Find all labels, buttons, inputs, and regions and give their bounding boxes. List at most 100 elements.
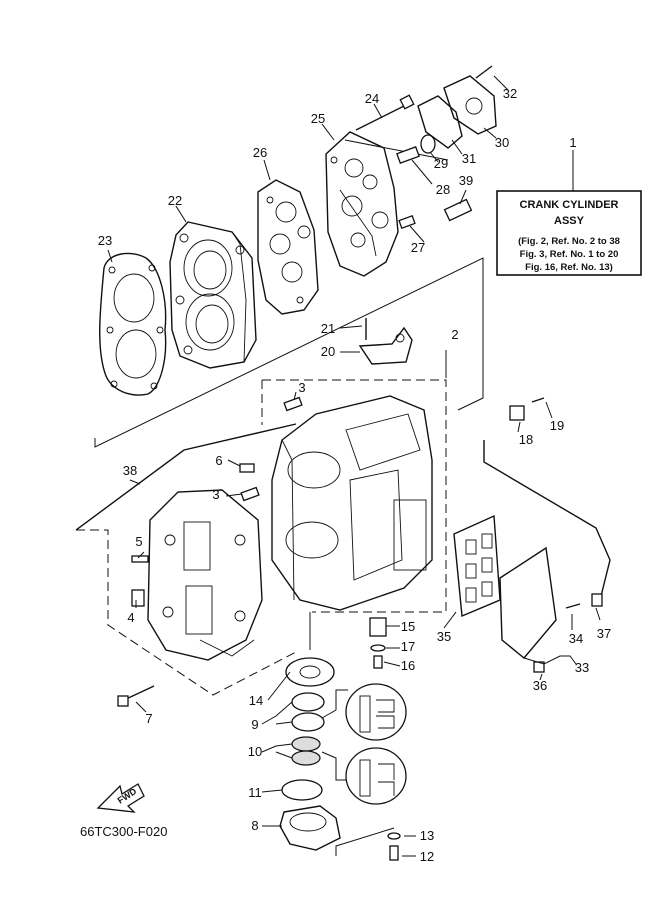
callout-10: 10 <box>248 744 262 759</box>
callout-12: 12 <box>420 849 434 864</box>
dowel-3a <box>283 396 303 412</box>
callout-13: 13 <box>420 828 434 843</box>
grommet-stack <box>369 617 387 669</box>
callout-20: 20 <box>321 344 335 359</box>
callout-37: 37 <box>597 626 611 641</box>
callout-3: 3 <box>298 380 305 395</box>
thermostat-cover-30 <box>443 75 497 135</box>
callout-6: 6 <box>215 453 222 468</box>
legend-ref-line-1: (Fig. 2, Ref. No. 2 to 38 <box>518 236 620 247</box>
legend-box: 1 CRANK CYLINDER ASSY (Fig. 2, Ref. No. … <box>496 135 642 276</box>
bolt-12 <box>389 845 399 861</box>
screw-34 <box>565 603 581 609</box>
callout-4: 4 <box>127 610 134 625</box>
legend-subtitle: ASSY <box>554 215 585 227</box>
callout-2: 2 <box>451 327 458 342</box>
head-cover-gasket <box>257 179 319 315</box>
callout-34: 34 <box>569 631 583 646</box>
fwd-direction-arrow: FWD <box>96 783 145 813</box>
legend-title: CRANK CYLINDER <box>520 199 619 211</box>
oring-11 <box>281 779 323 801</box>
housing-8 <box>279 805 341 851</box>
callout-35: 35 <box>437 629 451 644</box>
hose-38 <box>75 423 297 531</box>
callout-19: 19 <box>550 418 564 433</box>
washer-13 <box>387 832 401 840</box>
callout-1: 1 <box>569 135 576 150</box>
legend-ref-line-2: Fig. 3, Ref. No. 1 to 20 <box>520 249 619 260</box>
dowel-6 <box>239 463 255 473</box>
bracket-20 <box>358 326 413 365</box>
thermostat-cover-group <box>417 65 497 149</box>
callout-9: 9 <box>251 717 258 732</box>
cylinder-block <box>271 395 433 611</box>
callout-36: 36 <box>533 678 547 693</box>
thermostat-gasket-31 <box>417 95 463 149</box>
callout-11: 11 <box>248 785 262 800</box>
callout-28: 28 <box>436 182 450 197</box>
bearing-10b <box>291 750 321 766</box>
bolt-7 <box>123 685 155 701</box>
callout-7: 7 <box>145 711 152 726</box>
cylinder-head <box>169 221 257 369</box>
small-fittings <box>396 134 473 229</box>
callout-39: 39 <box>459 173 473 188</box>
assembly-brackets <box>76 139 484 696</box>
callout-25: 25 <box>311 111 325 126</box>
callout-32: 32 <box>503 86 517 101</box>
gasket-35 <box>453 514 501 618</box>
callout-5: 5 <box>135 534 142 549</box>
sensor-bracket <box>509 397 545 421</box>
washer-17 <box>370 644 386 652</box>
exhaust-cover-33 <box>499 546 557 659</box>
callout-22: 22 <box>168 193 182 208</box>
bolt-16 <box>373 655 383 669</box>
callout-18: 18 <box>519 432 533 447</box>
seal-9b <box>291 712 325 732</box>
plug-27 <box>398 215 416 229</box>
dowel-pins <box>239 396 303 502</box>
callout-15: 15 <box>401 619 415 634</box>
callout-31: 31 <box>462 151 476 166</box>
bolt-32 <box>475 65 493 79</box>
ring-14 <box>285 657 335 687</box>
exhaust-cover-group <box>453 440 611 673</box>
callout-29: 29 <box>434 156 448 171</box>
callout-30: 30 <box>495 135 509 150</box>
grommet-15 <box>369 617 387 637</box>
callout-33: 33 <box>575 660 589 675</box>
drawing-code: 66TC300-F020 <box>80 824 167 839</box>
callout-38: 38 <box>123 463 137 478</box>
dowel-3b <box>240 486 260 502</box>
screw-4 <box>131 589 145 607</box>
lower-seal-stack <box>279 612 401 861</box>
legend-ref-line-3: Fig. 16, Ref. No. 13) <box>525 262 613 273</box>
seal-detail-insets <box>345 683 407 805</box>
callout-26: 26 <box>253 145 267 160</box>
callout-24: 24 <box>365 91 379 106</box>
crankcase <box>147 489 263 661</box>
callout-8: 8 <box>251 818 258 833</box>
callout-16: 16 <box>401 658 415 673</box>
callout-numbers: 2 3 3 4 5 6 7 8 9 10 11 12 13 14 15 16 1… <box>98 86 611 864</box>
sensor-18 <box>509 405 525 421</box>
cylinder-head-gasket <box>99 252 167 396</box>
bracket-and-bolt <box>358 318 413 365</box>
dowel-5 <box>131 555 149 563</box>
head-cover <box>325 131 399 277</box>
seal-9a <box>291 692 325 712</box>
fitting-28 <box>396 146 420 164</box>
leader-lines <box>107 75 601 857</box>
sensor-39 <box>443 198 473 222</box>
callout-23: 23 <box>98 233 112 248</box>
callout-27: 27 <box>411 240 425 255</box>
callout-3: 3 <box>212 487 219 502</box>
hose-37 <box>483 440 611 601</box>
oil-seal-29 <box>420 134 436 154</box>
bolt-19 <box>531 397 545 403</box>
callout-21: 21 <box>321 321 335 336</box>
callout-17: 17 <box>401 639 415 654</box>
callout-14: 14 <box>249 693 263 708</box>
crankcase-fasteners <box>117 555 155 707</box>
